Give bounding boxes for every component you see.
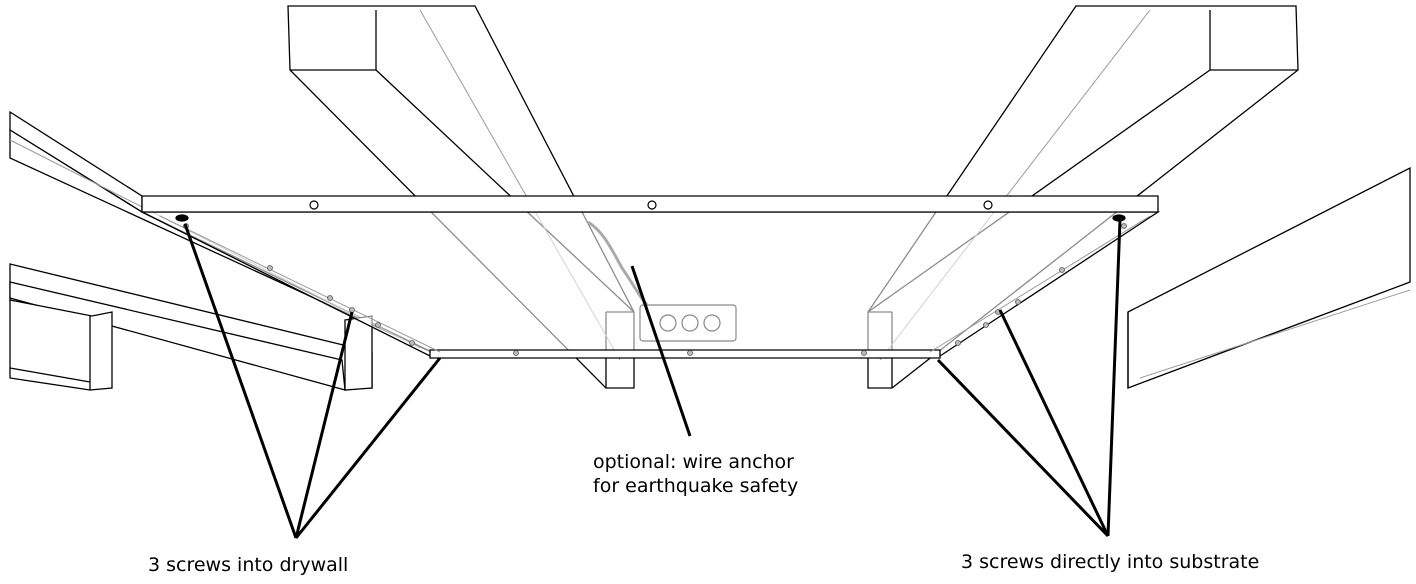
- substrate-screws-label: 3 screws directly into substrate: [961, 551, 1260, 573]
- leader-drywall-3: [294, 357, 442, 539]
- leader-drywall-2: [294, 311, 354, 539]
- drywall-screws-label: 3 screws into drywall: [148, 554, 349, 576]
- wire-anchor-label-line1: optional: wire anchor: [593, 451, 794, 473]
- right-wall-block: [1127, 166, 1411, 389]
- leader-drywall-1: [183, 223, 298, 539]
- leader-substrate-1: [1106, 219, 1122, 537]
- leader-substrate-2: [998, 309, 1110, 537]
- left-wall-block: [9, 110, 441, 391]
- leader-substrate-3: [936, 358, 1110, 538]
- mounting-plate: [141, 195, 1161, 359]
- junction-box: [639, 304, 737, 342]
- leader-lines: [183, 219, 1122, 539]
- wire-anchor-label: optional: wire anchor for earthquake saf…: [593, 450, 798, 498]
- leader-wire-anchor: [630, 265, 692, 437]
- wire-anchor-label-line2: for earthquake safety: [593, 475, 799, 497]
- wire-anchor-cable: [587, 220, 650, 308]
